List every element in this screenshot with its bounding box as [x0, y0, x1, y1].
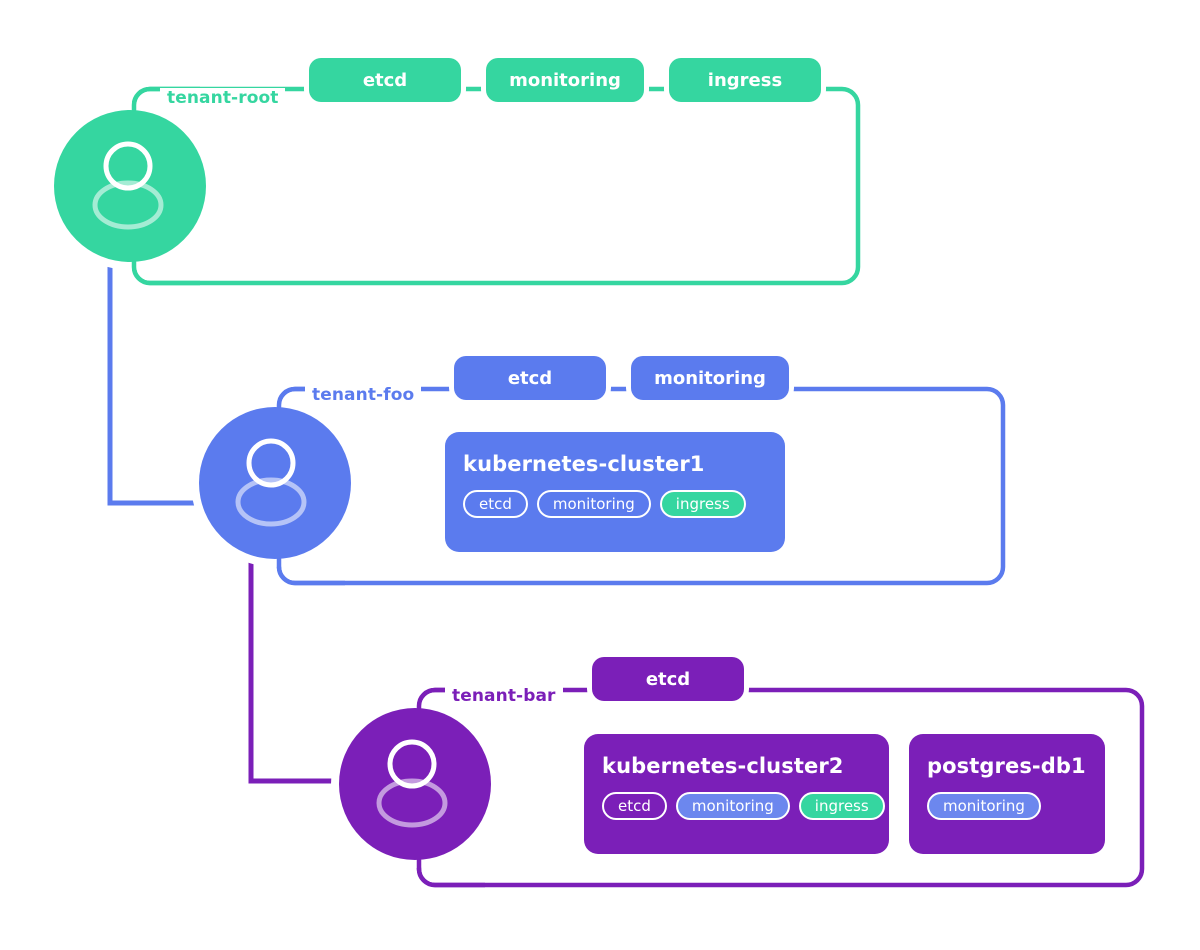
tenant-root-label: tenant-root [160, 88, 286, 108]
card-chip-row: monitoring [927, 792, 1087, 820]
tenant-foo-badge-etcd[interactable]: etcd [454, 356, 606, 400]
tenant-root-avatar[interactable] [54, 110, 206, 262]
chip-ingress[interactable]: ingress [659, 490, 746, 518]
resource-card-kubernetes-cluster2[interactable]: kubernetes-cluster2 etcd monitoring ingr… [584, 734, 889, 854]
tenant-bar-avatar[interactable] [339, 708, 491, 860]
tenant-foo-badge-monitoring[interactable]: monitoring [631, 356, 789, 400]
card-title: kubernetes-cluster1 [463, 452, 705, 476]
chip-monitoring[interactable]: monitoring [536, 490, 651, 518]
card-chip-row: etcd monitoring ingress [602, 792, 885, 820]
chip-ingress[interactable]: ingress [798, 792, 885, 820]
chip-etcd[interactable]: etcd [463, 490, 528, 518]
tenant-root-container [131, 86, 861, 286]
chip-monitoring[interactable]: monitoring [675, 792, 790, 820]
card-chip-row: etcd monitoring ingress [463, 490, 767, 518]
tenant-root-badge-etcd[interactable]: etcd [309, 58, 461, 102]
tenant-root-badge-monitoring[interactable]: monitoring [486, 58, 644, 102]
chip-etcd[interactable]: etcd [602, 792, 667, 820]
tenant-bar-label: tenant-bar [445, 686, 563, 706]
card-title: postgres-db1 [927, 754, 1086, 778]
resource-card-postgres-db1[interactable]: postgres-db1 monitoring [909, 734, 1105, 854]
tenant-foo-avatar[interactable] [199, 407, 351, 559]
card-title: kubernetes-cluster2 [602, 754, 844, 778]
tenant-bar-badge-etcd[interactable]: etcd [592, 657, 744, 701]
chip-monitoring[interactable]: monitoring [927, 792, 1041, 820]
resource-card-kubernetes-cluster1[interactable]: kubernetes-cluster1 etcd monitoring ingr… [445, 432, 785, 552]
connector-foo-to-bar [248, 550, 345, 784]
tenant-root-badge-ingress[interactable]: ingress [669, 58, 821, 102]
tenant-foo-label: tenant-foo [305, 385, 422, 405]
connector-root-to-foo [107, 248, 205, 506]
